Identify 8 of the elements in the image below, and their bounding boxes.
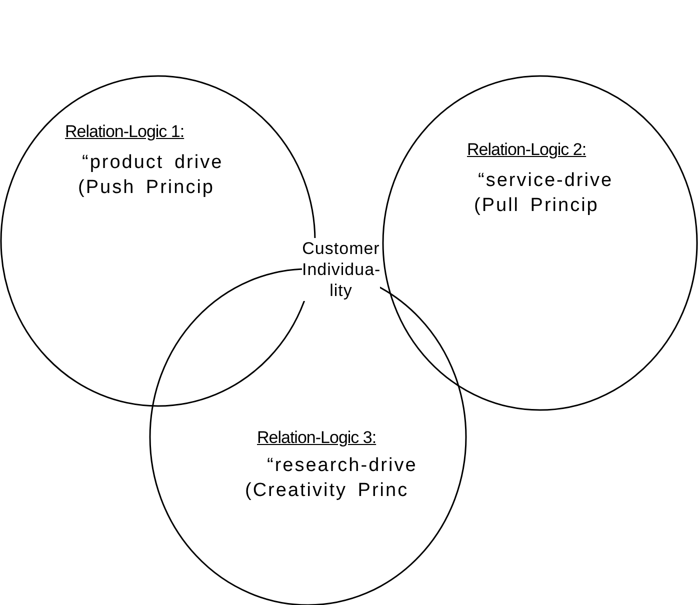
circle-heading: Relation-Logic 2: — [467, 140, 586, 160]
circle-heading: Relation-Logic 1: — [65, 122, 184, 142]
circle-text: “service-drive (Pull Princip — [474, 169, 614, 218]
circle-text: “research-drive (Creativity Princ — [245, 454, 418, 503]
venn-circle — [382, 75, 698, 411]
circle-text: “product drive (Push Princip — [78, 151, 224, 200]
intersection-label: Customer Individua- lity — [302, 238, 380, 301]
circle-heading: Relation-Logic 3: — [257, 428, 376, 448]
